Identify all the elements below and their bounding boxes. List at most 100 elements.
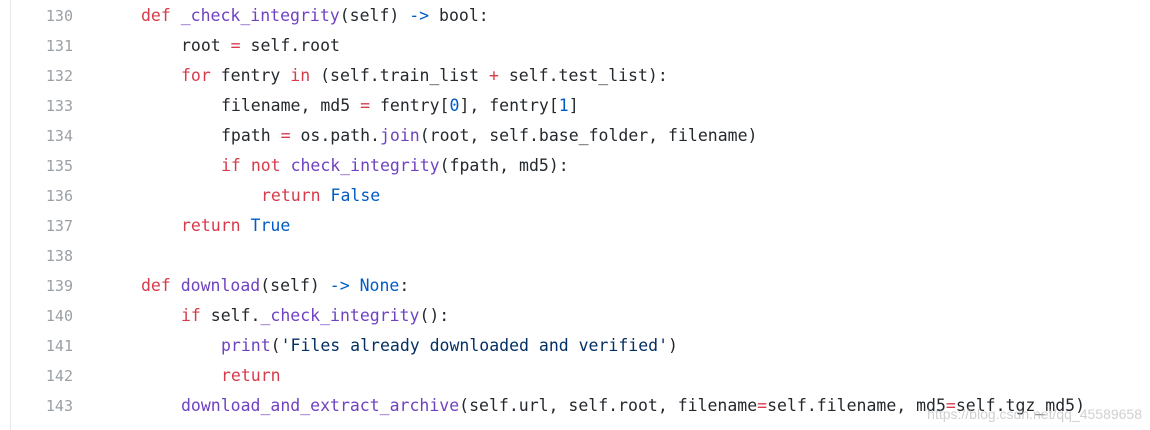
- code-token: os.path.: [290, 126, 380, 145]
- code-text: for fentry in (self.train_list + self.te…: [181, 61, 668, 91]
- code-token: bool:: [429, 6, 489, 25]
- code-token: ], fentry[: [459, 96, 559, 115]
- line-number: 140: [45, 307, 73, 325]
- code-token: join: [379, 126, 420, 145]
- code-token: 'Files already downloaded and verified': [280, 336, 669, 355]
- code-token: self.: [200, 306, 261, 325]
- line-number: 137: [45, 217, 73, 235]
- code-token: ->: [409, 6, 430, 25]
- code-text: if not check_integrity(fpath, md5):: [221, 151, 569, 181]
- code-token: 0: [449, 96, 460, 115]
- code-token: def: [141, 276, 171, 295]
- code-token: [281, 156, 291, 175]
- watermark: https://blog.csdn.net/qq_45589658: [927, 406, 1142, 422]
- line-number: 131: [45, 37, 73, 55]
- code-text: fpath = os.path.join(root, self.base_fol…: [221, 121, 757, 151]
- code-token: download: [180, 276, 261, 295]
- code-token: (self.url, self.root, filename: [459, 396, 758, 415]
- line-number: 138: [45, 247, 73, 265]
- code-token: return: [181, 216, 241, 235]
- code-text: return True: [181, 211, 290, 241]
- code-token: ]: [568, 96, 579, 115]
- code-line: 133 filename, md5 = fentry[0], fentry[1]: [11, 91, 1150, 121]
- code-token: _check_integrity: [180, 6, 340, 25]
- code-token: self.test_list):: [498, 66, 668, 85]
- code-token: download_and_extract_archive: [181, 396, 460, 415]
- code-line: 143 download_and_extract_archive(self.url…: [11, 391, 1150, 421]
- code-line: 137 return True: [11, 211, 1150, 241]
- code-token: [171, 6, 181, 25]
- code-line: 142 return: [11, 361, 1150, 391]
- code-line: 135 if not check_integrity(fpath, md5):: [11, 151, 1150, 181]
- code-line: 130 def _check_integrity(self) -> bool:: [11, 1, 1150, 31]
- code-token: (self): [260, 276, 330, 295]
- code-text: def download(self) -> None:: [141, 271, 409, 301]
- code-token: None: [359, 276, 400, 295]
- code-text: download_and_extract_archive(self.url, s…: [181, 391, 1085, 421]
- code-token: =: [945, 396, 956, 415]
- code-token: check_integrity: [290, 156, 440, 175]
- line-number: 139: [45, 277, 73, 295]
- code-text: filename, md5 = fentry[0], fentry[1]: [221, 91, 579, 121]
- line-number: 143: [45, 397, 73, 415]
- code-token: filename, md5: [221, 96, 361, 115]
- line-number: 141: [45, 337, 73, 355]
- code-token: =: [280, 126, 291, 145]
- code-token: [171, 276, 181, 295]
- line-number: 136: [45, 187, 73, 205]
- code-token: (fpath, md5):: [439, 156, 569, 175]
- code-text: root = self.root: [181, 31, 340, 61]
- code-token: fentry[: [370, 96, 450, 115]
- line-number: 132: [45, 67, 73, 85]
- code-token: fentry: [210, 66, 291, 85]
- code-text: if self._check_integrity():: [181, 301, 449, 331]
- code-text: return: [221, 361, 281, 391]
- code-line: 138: [11, 241, 1150, 271]
- code-token: (: [270, 336, 281, 355]
- code-token: self.filename, md5: [767, 396, 946, 415]
- code-token: [241, 156, 251, 175]
- code-token: =: [230, 36, 241, 55]
- code-token: for: [181, 66, 211, 85]
- code-token: (self.train_list: [310, 66, 489, 85]
- code-line: 141 print('Files already downloaded and v…: [11, 331, 1150, 361]
- line-number: 134: [45, 127, 73, 145]
- code-line: 139 def download(self) -> None:: [11, 271, 1150, 301]
- code-token: (self): [339, 6, 410, 25]
- code-token: return: [261, 186, 321, 205]
- code-token: :: [399, 276, 410, 295]
- code-token: False: [330, 186, 381, 205]
- code-token: _check_integrity: [260, 306, 420, 325]
- code-line: 140 if self._check_integrity():: [11, 301, 1150, 331]
- code-token: self.tgz_md5): [955, 396, 1085, 415]
- code-text: return False: [261, 181, 380, 211]
- code-token: ():: [419, 306, 450, 325]
- code-token: [241, 216, 251, 235]
- code-token: [350, 276, 360, 295]
- code-line: 132 for fentry in (self.train_list + self…: [11, 61, 1150, 91]
- code-token: 1: [558, 96, 569, 115]
- code-token: [321, 186, 331, 205]
- line-number: 142: [45, 367, 73, 385]
- code-token: ): [668, 336, 678, 355]
- line-number: 133: [45, 97, 73, 115]
- code-token: fpath: [221, 126, 281, 145]
- code-token: (root, self.base_folder, filename): [419, 126, 758, 145]
- code-text: def _check_integrity(self) -> bool:: [141, 1, 489, 31]
- code-token: root: [181, 36, 231, 55]
- code-line: 136 return False: [11, 181, 1150, 211]
- line-number: 135: [45, 157, 73, 175]
- code-token: +: [488, 66, 499, 85]
- code-token: self.root: [240, 36, 340, 55]
- code-token: =: [757, 396, 768, 415]
- code-text: print('Files already downloaded and veri…: [221, 331, 678, 361]
- code-token: print: [221, 336, 271, 355]
- code-token: in: [290, 66, 311, 85]
- code-token: if: [181, 306, 201, 325]
- code-token: return: [221, 366, 281, 385]
- code-token: if: [221, 156, 241, 175]
- line-number: 130: [45, 7, 73, 25]
- code-token: =: [360, 96, 371, 115]
